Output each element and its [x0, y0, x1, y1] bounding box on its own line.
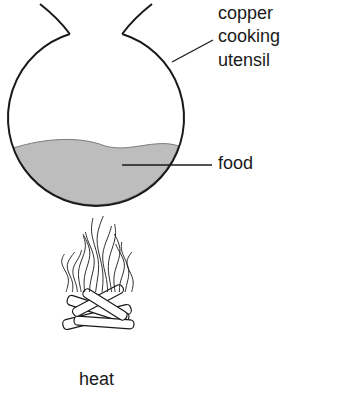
pot-lip-left — [40, 4, 70, 34]
flame — [67, 252, 74, 292]
log — [81, 287, 128, 321]
part-label: heat — [79, 368, 114, 391]
part-label: copper cooking utensil — [218, 2, 308, 72]
food-fill — [13, 139, 178, 205]
leader-line — [172, 40, 213, 62]
flame — [97, 216, 103, 292]
flame — [62, 254, 69, 292]
pot-body — [8, 34, 184, 206]
fire — [62, 216, 135, 330]
part-label: food — [218, 152, 253, 175]
flame — [116, 244, 125, 292]
leader-line — [122, 164, 212, 165]
flame — [91, 218, 98, 292]
flame — [127, 252, 133, 292]
pot-lip-right — [122, 4, 152, 34]
flame — [114, 234, 120, 292]
